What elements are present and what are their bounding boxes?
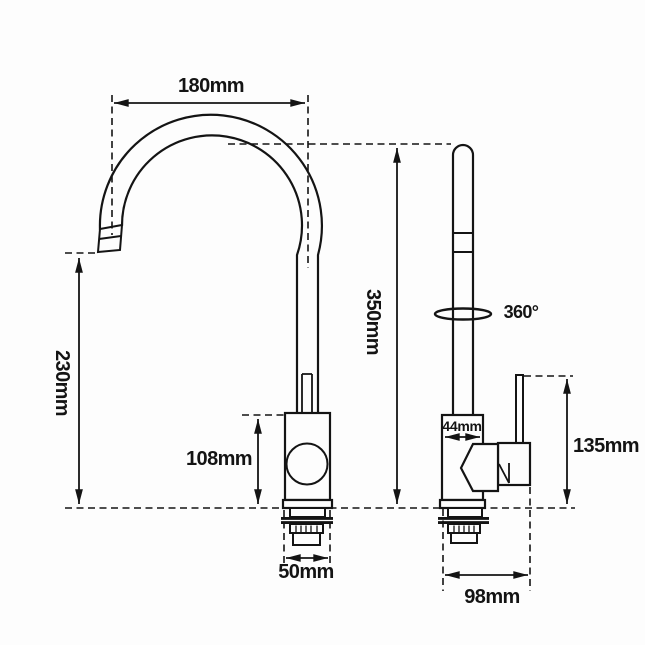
spout-tip [96, 223, 124, 254]
swivel-rotation-ellipse [433, 307, 493, 321]
dim-label-spout-height: 230mm [51, 350, 73, 416]
handle-knob-circle [285, 442, 329, 486]
dimension-dashed-lines [65, 95, 575, 591]
dim-label-base-width-front: 50mm [278, 561, 334, 583]
side-handle [515, 374, 524, 445]
dim-label-base-depth: 98mm [464, 586, 520, 608]
dim-label-handle-height: 135mm [573, 435, 640, 457]
dim-label-body-width: 44mm [442, 418, 482, 434]
dim-label-body-height: 108mm [186, 448, 253, 470]
side-pipe [451, 143, 475, 415]
dim-label-swivel-angle: 360° [503, 302, 539, 322]
gooseneck-spout [98, 113, 323, 412]
side-mounting-base [438, 507, 489, 544]
dim-label-total-height: 350mm [362, 289, 384, 355]
side-valve [459, 441, 532, 493]
dimension-arrows [75, 99, 571, 579]
dim-label-spout-reach: 180mm [178, 75, 245, 97]
front-mounting-base [281, 507, 333, 546]
